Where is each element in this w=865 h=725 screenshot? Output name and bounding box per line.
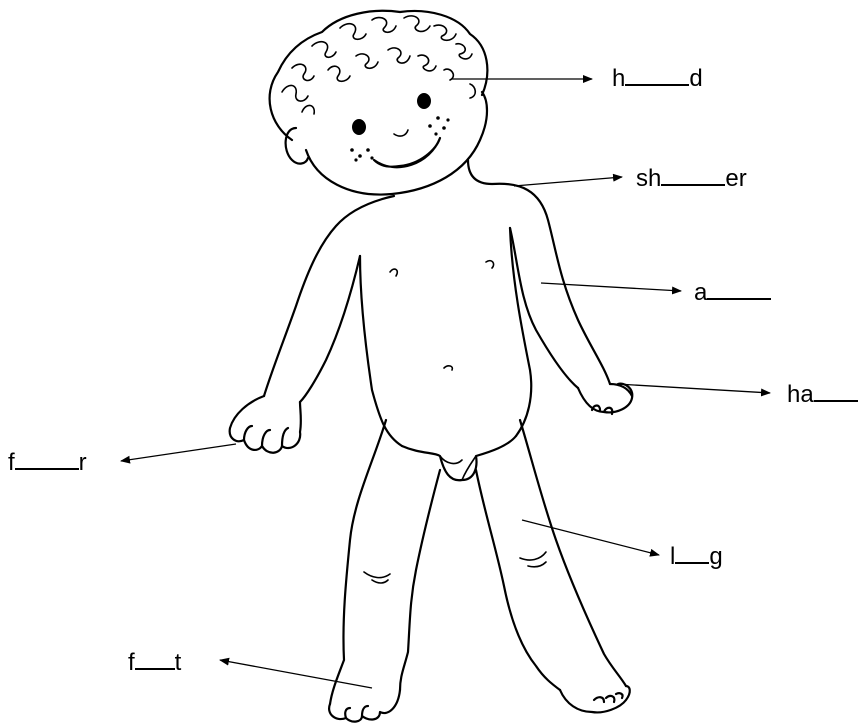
label-arm: a [694, 278, 771, 307]
arrow-finger [121, 444, 236, 461]
left-foot-drawing [329, 690, 400, 722]
arrow-shoulder [514, 177, 622, 186]
answer-blank[interactable] [814, 380, 858, 402]
ear-drawing [286, 128, 308, 164]
label-finger-prefix: f [8, 449, 15, 476]
label-foot-suffix: t [175, 649, 182, 676]
label-arm-prefix: a [694, 279, 707, 306]
label-shoulder: sh er [636, 164, 747, 193]
label-finger: fr [8, 448, 87, 477]
right-eye [417, 93, 431, 109]
right-leg-drawing [476, 420, 626, 690]
answer-blank[interactable] [15, 448, 79, 470]
arrow-hand [617, 384, 770, 393]
right-hand-drawing [578, 384, 632, 414]
freckles [350, 116, 449, 161]
left-eye [352, 119, 366, 135]
label-head-suffix: d [689, 65, 702, 92]
left-hand-drawing [230, 396, 301, 453]
label-finger-suffix: r [79, 449, 87, 476]
arrow-foot [220, 660, 372, 688]
label-head: hd [612, 64, 703, 93]
answer-blank[interactable] [625, 64, 689, 86]
label-leg-suffix: g [709, 543, 722, 570]
answer-blank[interactable] [707, 278, 771, 300]
arrow-leg [522, 520, 659, 555]
right-foot-drawing [560, 686, 630, 712]
label-shoulder-suffix: er [725, 165, 746, 192]
label-shoulder-prefix: sh [636, 165, 661, 192]
torso-outline [264, 160, 610, 396]
hair-drawing [270, 11, 488, 140]
label-foot-prefix: f [128, 649, 135, 676]
child-figure-illustration [230, 11, 633, 722]
left-leg-drawing [330, 420, 440, 704]
label-foot: ft [128, 648, 181, 677]
arrow-arm [541, 283, 681, 291]
face-drawing [306, 92, 487, 195]
label-leg: lg [670, 542, 723, 571]
mouth-drawing [374, 138, 440, 167]
label-hand: ha [787, 380, 858, 409]
label-hand-prefix: ha [787, 381, 814, 408]
label-head-prefix: h [612, 65, 625, 92]
answer-blank[interactable] [135, 648, 175, 670]
answer-blank[interactable] [675, 542, 709, 564]
answer-blank[interactable] [661, 164, 725, 186]
